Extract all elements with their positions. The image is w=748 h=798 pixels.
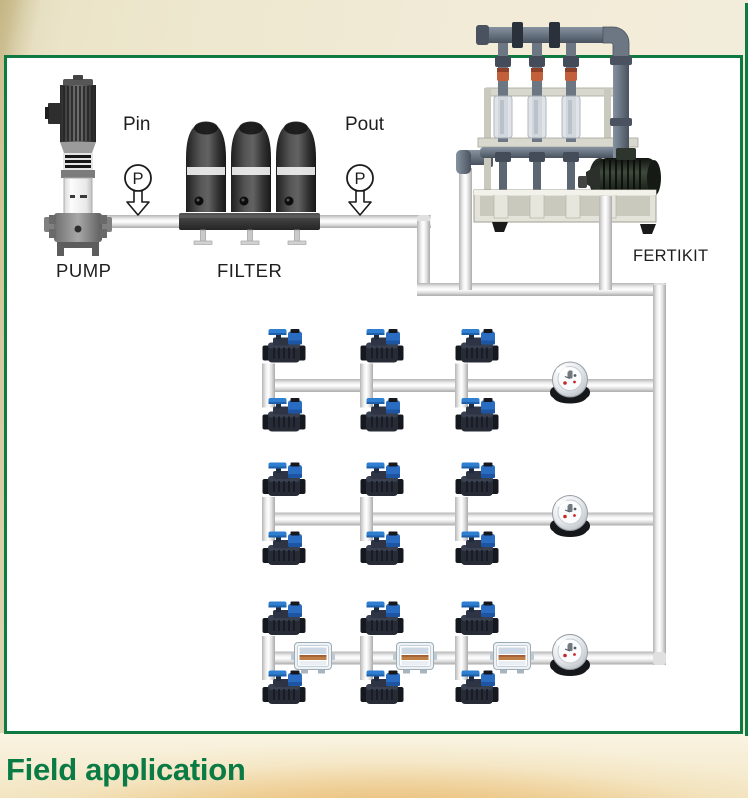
branch-riser-pipe <box>455 636 468 680</box>
water-meter-icon <box>549 495 591 538</box>
fertikit-injector <box>493 42 513 190</box>
filter-illustration <box>179 121 320 245</box>
fertikit-label: FERTIKIT <box>633 247 708 265</box>
branch-riser-pipe <box>455 363 468 408</box>
branch-riser-pipe <box>360 497 373 541</box>
fertikit-injector <box>527 42 547 190</box>
irrigation-valve-icon <box>454 461 500 497</box>
supply-drop-pipe <box>417 221 430 290</box>
irrigation-valve-icon <box>359 669 405 705</box>
background-left-edge <box>0 57 5 735</box>
irrigation-valve-icon <box>261 669 307 705</box>
irrigation-valve-icon <box>261 328 307 364</box>
branch-riser-pipe <box>455 497 468 541</box>
branch-riser-pipe <box>262 363 275 408</box>
irrigation-valve-icon <box>261 397 307 433</box>
water-meter-icon <box>549 634 591 677</box>
pout-label: Pout <box>345 114 385 135</box>
irrigation-zone-3 <box>261 600 653 705</box>
gauge-out-letter: P <box>354 170 365 188</box>
filter-tank <box>276 121 316 212</box>
branch-riser-pipe <box>262 497 275 541</box>
irrigation-valve-icon <box>454 530 500 566</box>
irrigation-valve-icon <box>359 328 405 364</box>
branch-riser-pipe <box>360 636 373 680</box>
fertikit-top-manifold <box>480 27 612 43</box>
irrigation-valve-icon <box>454 669 500 705</box>
pressure-gauge-in: P <box>124 164 152 216</box>
irrigation-valve-icon <box>261 530 307 566</box>
page-title: Field application <box>6 752 246 787</box>
irrigation-valve-icon <box>359 530 405 566</box>
irrigation-valve-icon <box>359 397 405 433</box>
controller-icon <box>392 642 438 674</box>
irrigation-zone-1 <box>261 328 653 433</box>
branch-riser-pipe <box>262 636 275 680</box>
irrigation-valve-icon <box>261 600 307 636</box>
pin-label: Pin <box>123 114 150 135</box>
controller-icon <box>290 642 336 674</box>
fertikit-elbow <box>602 26 630 66</box>
irrigation-valve-icon <box>359 600 405 636</box>
controller-icon <box>489 642 535 674</box>
pump-label: PUMP <box>56 260 111 281</box>
fertikit-injector <box>561 42 581 190</box>
irrigation-zone-2 <box>261 461 653 566</box>
gauge-in-letter: P <box>132 170 143 188</box>
branch-riser-pipe <box>360 363 373 408</box>
irrigation-valve-icon <box>454 328 500 364</box>
down-arrow-icon <box>348 190 372 216</box>
water-meter-icon <box>549 361 591 404</box>
fertikit-pump <box>578 148 661 198</box>
down-arrow-icon <box>126 190 150 216</box>
irrigation-valve-icon <box>454 397 500 433</box>
irrigation-valve-icon <box>359 461 405 497</box>
page-edge-line <box>745 3 748 736</box>
pressure-gauge-out: P <box>346 164 374 216</box>
fertikit-outlet-pipe <box>599 196 612 290</box>
filter-legs <box>193 229 307 245</box>
pump-illustration <box>44 75 112 256</box>
filter-label: FILTER <box>217 260 282 281</box>
fertikit-inlet-pipe <box>459 168 472 290</box>
filter-tank <box>186 121 226 212</box>
background-bottom-glow <box>0 733 748 798</box>
transfer-pipe <box>417 283 666 296</box>
irrigation-valve-icon <box>261 461 307 497</box>
filter-tank <box>231 121 271 212</box>
fertikit-illustration <box>456 22 661 234</box>
irrigation-valve-icon <box>454 600 500 636</box>
main-distribution-pipe <box>653 285 666 665</box>
